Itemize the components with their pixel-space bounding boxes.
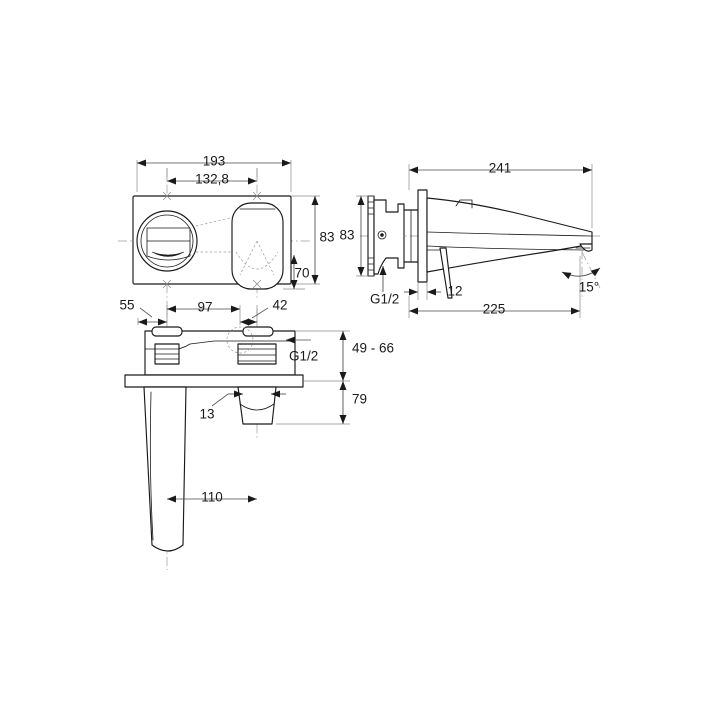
side-concealed-body <box>373 199 405 275</box>
dim-label-193: 193 <box>203 154 226 169</box>
side-inlet-callout: G1/2 <box>370 266 399 307</box>
dim-label-83-front: 83 <box>319 230 334 245</box>
front-outlet-outer-circle <box>136 210 198 272</box>
dim-body-height: 83 <box>339 196 365 276</box>
dim-inlet-centres: 97 <box>167 300 240 315</box>
dim-label-13: 13 <box>199 407 214 422</box>
dim-label-15deg: 15° <box>579 280 599 295</box>
dim-outlet-angle: 15° <box>561 250 601 300</box>
dim-handle-drop: 70 <box>290 255 310 289</box>
front-outlet-inner-circle <box>140 214 194 268</box>
front-hidden-body-top <box>195 214 244 227</box>
side-spout-upper-edge <box>426 231 593 237</box>
dim-label-49-66: 49 - 66 <box>352 341 394 356</box>
dim-spout-projection: 225 <box>409 302 580 317</box>
front-lever-handle <box>231 202 284 290</box>
dim-label-55: 55 <box>119 298 134 313</box>
dim-label-70: 70 <box>294 266 309 281</box>
side-view: G1/2 241 83 12 225 <box>339 161 601 318</box>
dim-label-110: 110 <box>201 490 223 505</box>
dim-mounting-centres: 132,8 <box>167 172 257 187</box>
dim-spout-length: 110 <box>167 490 257 505</box>
dim-wall-plate-thickness: 12 <box>404 284 463 299</box>
dim-plate-height: 83 <box>311 196 335 284</box>
side-lever-handle <box>439 247 453 299</box>
bottom-mounting-plate <box>124 374 304 388</box>
dim-label-225: 225 <box>483 302 506 317</box>
side-wall-hatch <box>368 201 374 271</box>
label-g12-side: G1/2 <box>370 292 399 307</box>
dim-label-241: 241 <box>489 161 512 176</box>
dim-label-79: 79 <box>352 392 367 407</box>
bottom-inlet-callout: G1/2 <box>286 336 318 364</box>
dim-outlet-shank: 13 <box>199 390 286 422</box>
front-outlet-aerator <box>146 227 191 261</box>
bottom-spout-tube <box>143 386 187 552</box>
dim-outlet-offset: 42 <box>240 298 288 326</box>
bottom-right-connector-cap <box>242 326 274 337</box>
dim-left-offset: 55 <box>119 298 167 326</box>
front-outlet-shadow <box>151 251 185 257</box>
dim-label-42: 42 <box>272 298 287 313</box>
dim-wall-thickness-range: 49 - 66 <box>339 331 394 381</box>
dim-outlet-depth: 79 <box>339 381 367 424</box>
bottom-right-threads <box>238 348 276 362</box>
bottom-outlet-shank <box>237 386 277 425</box>
side-body-port-center <box>380 233 384 237</box>
bottom-outlet-hidden-circle <box>226 326 254 354</box>
bottom-view: G1/2 97 55 42 13 <box>119 298 394 570</box>
dim-label-12: 12 <box>447 284 462 299</box>
dim-label-132-8: 132,8 <box>195 172 229 187</box>
dim-label-97: 97 <box>197 300 212 315</box>
bottom-outlet-arc <box>239 403 275 411</box>
dim-plate-width: 193 <box>137 154 291 169</box>
side-body-port <box>377 230 387 240</box>
side-wall-plate <box>417 189 428 283</box>
label-g12-bottom: G1/2 <box>289 349 318 364</box>
front-view: 193 132,8 83 70 <box>118 154 335 318</box>
front-handle-hidden-spread <box>239 240 275 276</box>
side-spout-shoulder <box>455 199 473 209</box>
dim-label-83-side: 83 <box>339 228 354 243</box>
side-spout-tip <box>579 243 593 252</box>
dim-total-projection: 241 <box>409 161 592 176</box>
front-fixing-marks <box>162 191 262 289</box>
front-handle-hidden-arc <box>235 251 279 270</box>
bottom-spout-inner-edge <box>149 391 154 541</box>
side-spout-lower-edge <box>426 245 585 251</box>
bottom-left-threads <box>155 348 179 360</box>
bottom-left-connector-cap <box>151 326 183 337</box>
